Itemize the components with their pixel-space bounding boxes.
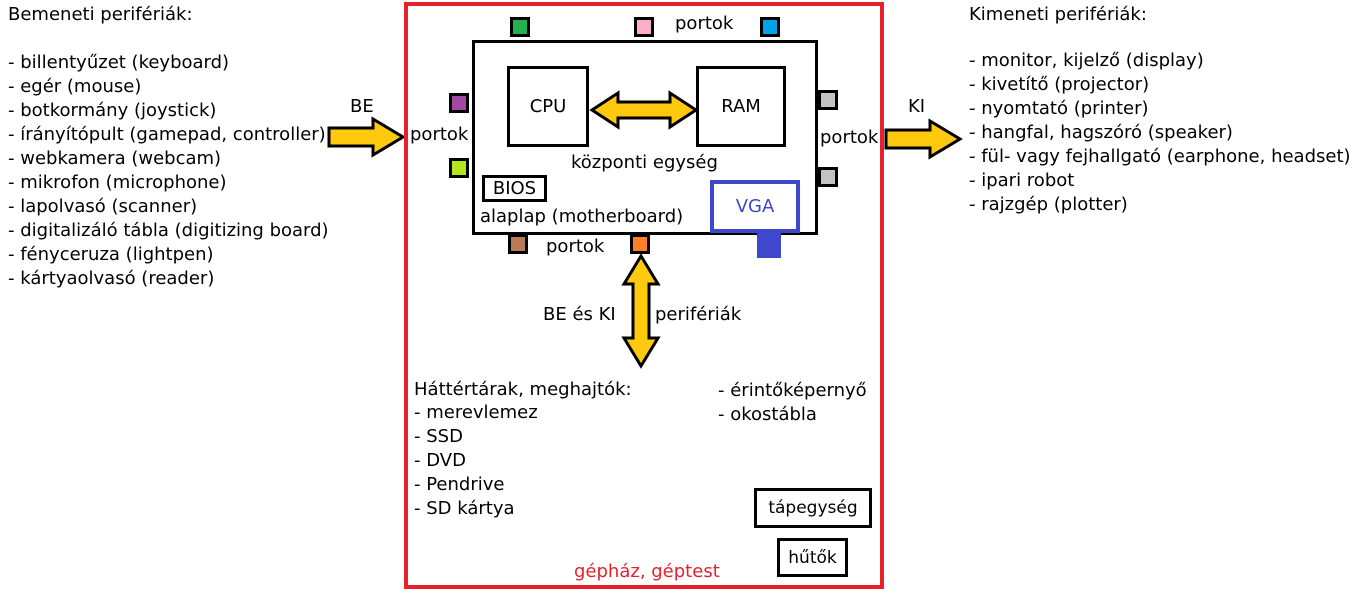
storage-item: - DVD — [414, 450, 466, 471]
io-left-label: BE és KI — [543, 304, 616, 325]
motherboard-label: alaplap (motherboard) — [480, 206, 684, 227]
ports-top-label: portok — [675, 13, 734, 34]
ram-label: RAM — [721, 96, 761, 117]
ports-bottom-label: portok — [546, 236, 605, 257]
input-arrow-label: BE — [350, 96, 374, 117]
io-device-item: - érintőképernyő — [718, 380, 867, 401]
ports-left-label: portok — [410, 124, 469, 145]
ram-box: RAM — [696, 66, 786, 147]
output-arrow — [884, 118, 963, 160]
vga-card: VGA — [710, 180, 800, 233]
input-item: - billentyűzet (keyboard) — [8, 52, 230, 73]
storage-item: - SD kártya — [414, 498, 515, 519]
coolers-box: hűtők — [777, 538, 848, 577]
port-left-purple — [449, 93, 469, 113]
input-item: - írányítópult (gamepad, controller) — [8, 124, 326, 145]
storage-item: - Pendrive — [414, 474, 505, 495]
storage-title: Háttértárak, meghajtók: — [414, 379, 632, 400]
output-arrow-label: KI — [908, 96, 926, 117]
output-item: - ipari robot — [969, 170, 1075, 191]
storage-item: - merevlemez — [414, 402, 538, 423]
input-item: - kártyaolvasó (reader) — [8, 268, 215, 289]
input-item: - botkormány (joystick) — [8, 100, 217, 121]
port-bottom-brown — [508, 234, 528, 254]
ports-right-label: portok — [820, 127, 879, 148]
coolers-label: hűtők — [788, 547, 837, 568]
computer-case — [404, 2, 884, 589]
power-supply-box: tápegység — [754, 488, 872, 528]
port-right-gray-1 — [818, 90, 838, 110]
port-bottom-orange — [630, 234, 650, 254]
vga-label: VGA — [735, 196, 775, 217]
input-item: - digitalizáló tábla (digitizing board) — [8, 220, 329, 241]
input-item: - lapolvasó (scanner) — [8, 196, 198, 217]
output-item: - hangfal, hagszóró (speaker) — [969, 122, 1233, 143]
port-top-blue — [760, 17, 780, 37]
cpu-label: CPU — [529, 96, 567, 117]
io-device-item: - okostábla — [718, 404, 817, 425]
output-item: - rajzgép (plotter) — [969, 194, 1128, 215]
input-item: - egér (mouse) — [8, 76, 142, 97]
input-item: - mikrofon (microphone) — [8, 172, 227, 193]
output-item: - fül- vagy fejhallgató (earphone, heads… — [969, 146, 1351, 167]
central-unit-label: központi egység — [571, 152, 718, 173]
input-arrow — [327, 116, 406, 158]
cpu-ram-arrow — [589, 90, 699, 130]
input-item: - webkamera (webcam) — [8, 148, 222, 169]
io-right-label: perifériák — [655, 304, 742, 325]
bios-label: BIOS — [492, 178, 537, 199]
port-top-pink — [634, 17, 654, 37]
port-top-green — [510, 17, 530, 37]
case-label: gépház, géptest — [574, 561, 720, 582]
input-item: - fényceruza (lightpen) — [8, 244, 214, 265]
storage-item: - SSD — [414, 426, 463, 447]
cpu-box: CPU — [507, 66, 589, 147]
vga-connector — [757, 232, 781, 258]
io-arrow — [621, 253, 661, 369]
output-item: - monitor, kijelző (display) — [969, 50, 1204, 71]
port-right-gray-2 — [818, 167, 838, 187]
power-supply-label: tápegység — [768, 498, 858, 518]
output-title: Kimeneti perifériák: — [969, 4, 1147, 25]
output-item: - nyomtató (printer) — [969, 98, 1149, 119]
bios-chip: BIOS — [482, 175, 547, 202]
input-title: Bemeneti perifériák: — [8, 4, 193, 25]
port-left-lime — [449, 158, 469, 178]
output-item: - kivetítő (projector) — [969, 74, 1150, 95]
